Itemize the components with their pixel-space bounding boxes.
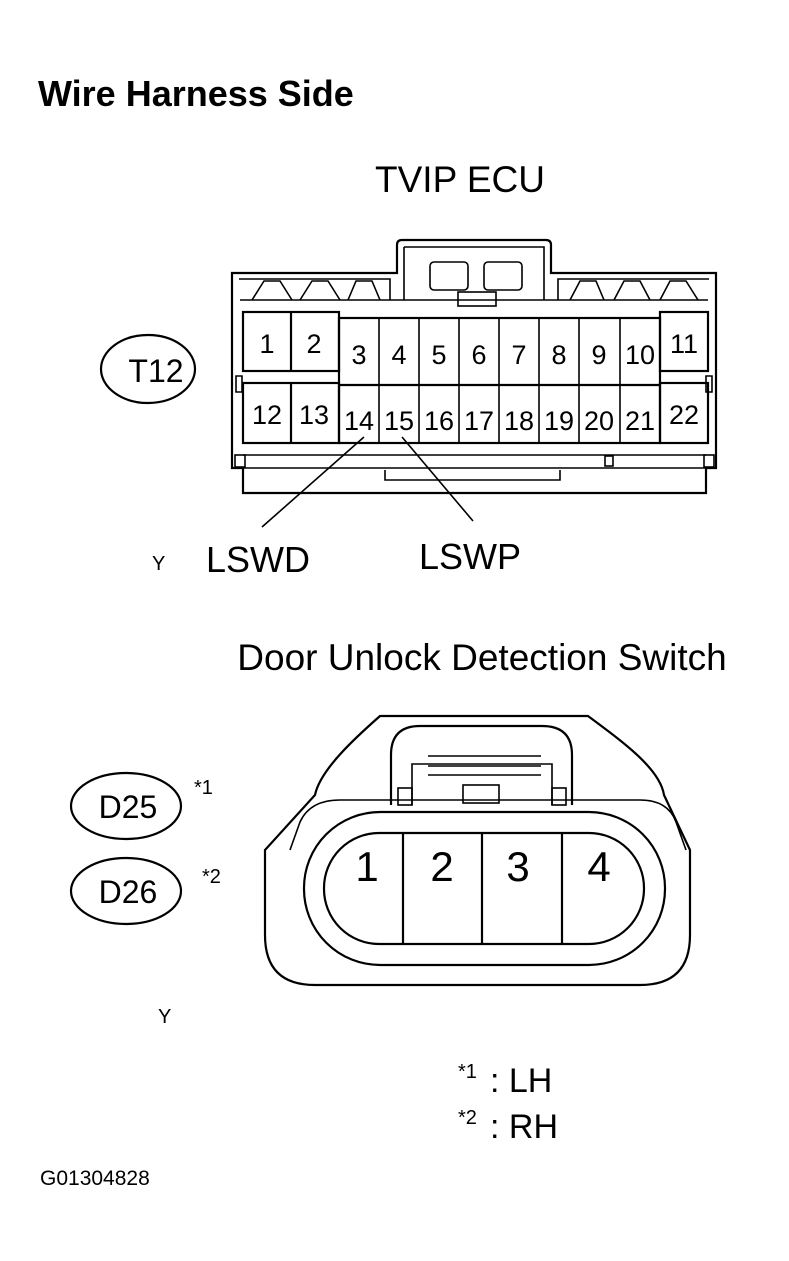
switch-code-oval-d26 — [69, 856, 183, 926]
ecu-color-mark: Y — [152, 553, 165, 575]
switch-code-d25: D25 — [99, 789, 158, 825]
ecu-pin-22: 22 — [669, 400, 699, 430]
figure-id: G01304828 — [40, 1167, 150, 1190]
switch-pin-1: 1 — [355, 843, 378, 890]
page-heading: Wire Harness Side — [38, 73, 354, 114]
legend-mark-2: *2 — [458, 1107, 477, 1129]
signal-lswp: LSWP — [419, 536, 521, 577]
legend-mark-1: *1 — [458, 1061, 477, 1083]
switch-connector — [263, 714, 692, 987]
ecu-pin-grid — [241, 310, 710, 445]
ecu-pin-7: 7 — [511, 340, 526, 370]
ecu-pin-4: 4 — [391, 340, 406, 370]
ecu-pin-5: 5 — [431, 340, 446, 370]
switch-code-oval-d25 — [69, 771, 183, 841]
ecu-pin-3: 3 — [351, 340, 366, 370]
ecu-pin-17: 17 — [464, 406, 494, 436]
switch-title: Door Unlock Detection Switch — [237, 637, 726, 678]
ecu-title: TVIP ECU — [375, 159, 545, 200]
ecu-pin-9: 9 — [591, 340, 606, 370]
signal-lswd: LSWD — [206, 539, 310, 580]
lswd-leader — [261, 436, 365, 528]
switch-pin-2: 2 — [430, 843, 453, 890]
legend-text-2: : RH — [490, 1108, 558, 1146]
ecu-pin-18: 18 — [504, 406, 534, 436]
switch-pins: 1 2 3 4 — [355, 843, 610, 890]
ecu-pin-2: 2 — [306, 329, 321, 359]
ecu-pin-12: 12 — [252, 400, 282, 430]
switch-pin-4: 4 — [587, 843, 610, 890]
ecu-pin-20: 20 — [584, 406, 614, 436]
switch-code-note-1: *1 — [194, 777, 213, 799]
switch-code-d26: D26 — [99, 874, 158, 910]
ecu-pin-13: 13 — [299, 400, 329, 430]
ecu-pin-10: 10 — [625, 340, 655, 370]
ecu-code: T12 — [128, 353, 183, 389]
ecu-top-row: 1 2 3 4 5 6 7 8 9 10 11 — [259, 329, 698, 370]
ecu-bottom-row: 12 13 14 15 16 17 18 19 20 21 22 — [252, 400, 699, 436]
ecu-pin-15: 15 — [384, 406, 414, 436]
ecu-pin-21: 21 — [625, 406, 655, 436]
ecu-code-oval — [99, 333, 197, 405]
ecu-pin-6: 6 — [471, 340, 486, 370]
ecu-pin-8: 8 — [551, 340, 566, 370]
ecu-pin-16: 16 — [424, 406, 454, 436]
switch-color-mark: Y — [158, 1006, 171, 1028]
legend: *1 : LH *2 : RH — [458, 1061, 558, 1146]
lswp-leader — [401, 436, 474, 522]
ecu-pin-19: 19 — [544, 406, 574, 436]
ecu-pin-1: 1 — [259, 329, 274, 359]
ecu-pin-11: 11 — [670, 329, 698, 359]
switch-code-note-2: *2 — [202, 866, 221, 888]
legend-text-1: : LH — [490, 1062, 552, 1100]
switch-pin-3: 3 — [506, 843, 529, 890]
ecu-pin-14: 14 — [344, 406, 374, 436]
